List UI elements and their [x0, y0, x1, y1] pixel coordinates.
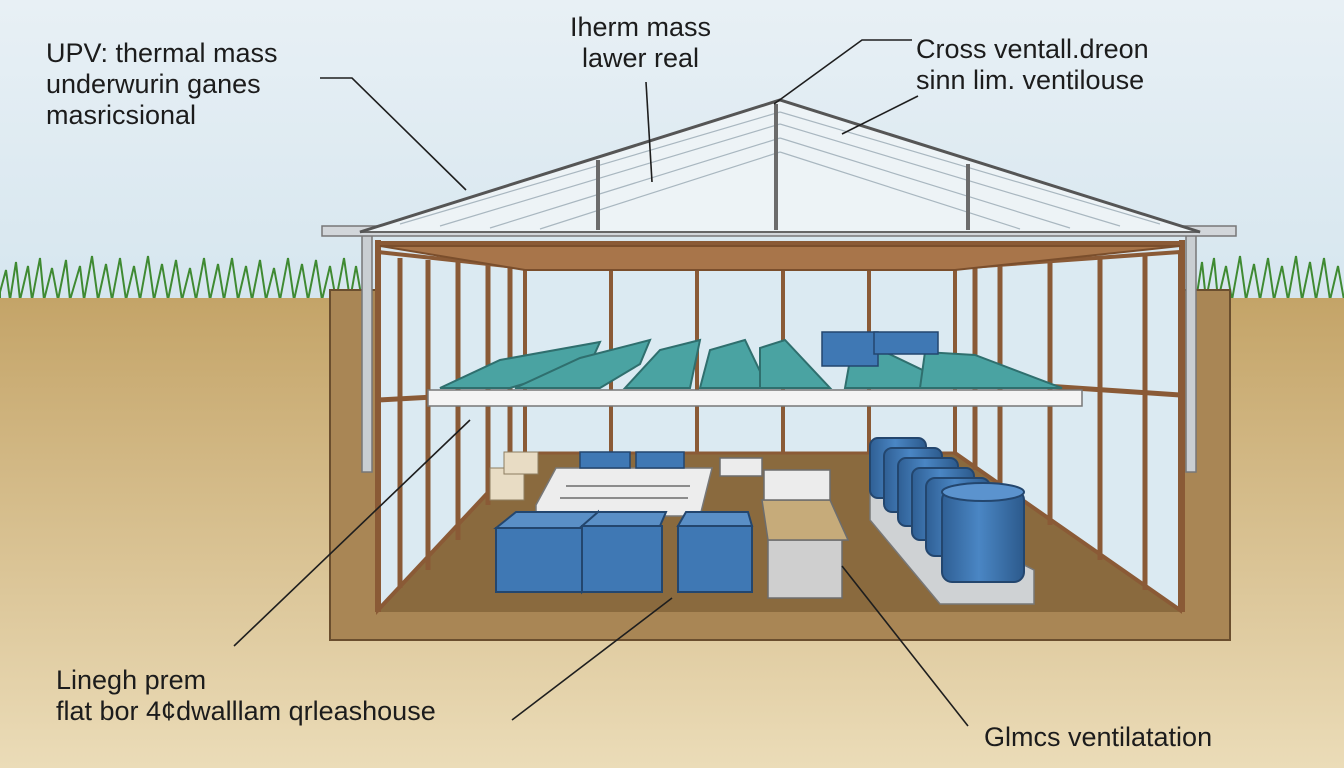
- planting-bed-7: [918, 350, 1063, 389]
- grass-left-icon: [0, 255, 363, 301]
- thermal-block: [719, 457, 850, 599]
- planting-bed-1: [439, 340, 602, 389]
- planting-bed-2: [514, 338, 652, 389]
- label-bottom-left-line-1: Linegh prem: [56, 665, 207, 695]
- label-top-center-line-1: Iherm mass: [570, 12, 712, 42]
- ceiling-beam: [379, 245, 1181, 271]
- label-top-center-line-2: lawer real: [581, 43, 700, 73]
- label-top-right-line-2: sinn lim. ventilouse: [916, 65, 1145, 95]
- right-downpipe: [1185, 231, 1197, 473]
- label-top-left-line-3: masricsional: [46, 100, 197, 130]
- blue-storage-crate-icon: [493, 509, 754, 595]
- grate-bench: [535, 467, 713, 517]
- label-bottom-right: Glmcs ventilatation: [984, 722, 1212, 753]
- label-bottom-left: Linegh prem flat bor 4¢dwalllam qrleasho…: [56, 665, 436, 727]
- label-top-right-line-1: Cross ventall.dreon: [916, 34, 1149, 64]
- front-frame: [375, 240, 1185, 612]
- label-top-left-line-1: UPV: thermal mass: [46, 38, 278, 68]
- rock-pile: [489, 451, 539, 501]
- label-top-right: Cross ventall.dreon sinn lim. ventilouse: [916, 34, 1149, 96]
- label-bottom-right-line-1: Glmcs ventilatation: [984, 722, 1213, 752]
- shelf-crates: [821, 331, 939, 367]
- label-top-center: Iherm mass lawer real: [570, 12, 711, 74]
- planting-bed-5: [759, 338, 833, 389]
- grate-slots: [560, 485, 690, 499]
- left-downpipe: [361, 231, 373, 473]
- label-bottom-left-line-2: flat bor 4¢dwalllam qrleashouse: [56, 696, 436, 726]
- leader-lines: [233, 39, 969, 727]
- grass-right-icon: [1195, 255, 1344, 301]
- planting-shelf: [427, 389, 1083, 407]
- label-top-left-line-2: underwurin ganes: [46, 69, 261, 99]
- planting-bed-3: [622, 338, 702, 389]
- planting-bed-4: [698, 338, 770, 389]
- blue-water-barrel-icon: [869, 437, 1025, 583]
- bench-crates: [579, 451, 685, 469]
- label-top-left: UPV: thermal mass underwurin ganes masri…: [46, 38, 278, 131]
- roof-rafters: [596, 104, 970, 230]
